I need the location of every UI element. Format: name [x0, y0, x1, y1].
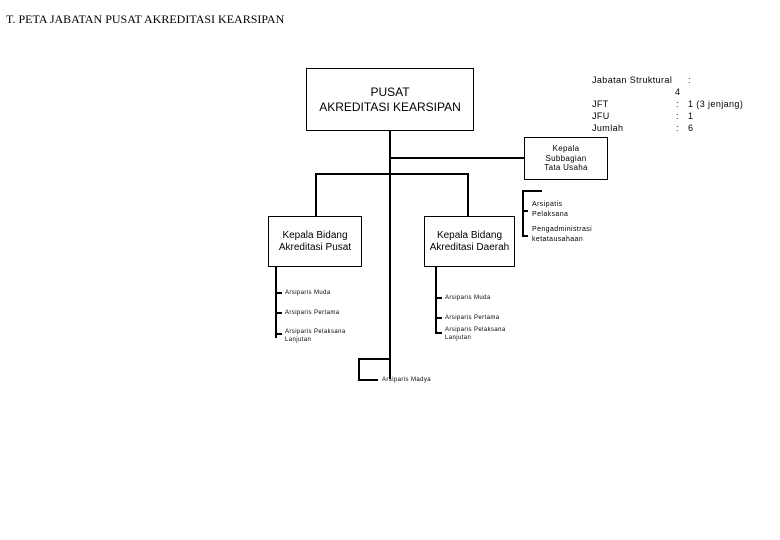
- position-pusat-pelaksana-lanjutan: Arsiparis Pelaksana Lanjutan: [285, 329, 346, 344]
- stat-jumlah-label: Jumlah: [592, 123, 624, 133]
- node-pusat-label: PUSAT AKREDITASI KEARSIPAN: [319, 85, 461, 114]
- connector-line: [522, 210, 528, 212]
- connector-line: [435, 266, 437, 334]
- stat-jumlah-colon: :: [676, 123, 679, 133]
- node-bidang-pusat-label: Kepala Bidang Akreditasi Pusat: [278, 229, 352, 253]
- connector-line: [435, 297, 442, 299]
- position-daerah-muda: Arsiparis Muda: [445, 295, 491, 301]
- stat-struktural-label: Jabatan Struktural: [592, 75, 673, 85]
- position-pusat-pertama: Arsiparis Pertama: [285, 310, 340, 316]
- connector-line: [389, 157, 525, 159]
- stat-jfu-label: JFU: [592, 111, 610, 121]
- position-pengadministrasi: Pengadministrasi ketatausahaan: [532, 226, 593, 243]
- connector-line: [389, 130, 391, 379]
- connector-line: [275, 266, 277, 338]
- stat-jfu-colon: :: [676, 111, 679, 121]
- connector-line: [275, 292, 282, 294]
- node-bidang-daerah-label: Kepala Bidang Akreditasi Daerah: [429, 229, 510, 253]
- stat-jft-label: JFT: [592, 99, 609, 109]
- stat-struktural-value: 4: [675, 87, 681, 97]
- stat-jfu-value: 1: [688, 111, 694, 121]
- node-subbagian-label: Kepala Subbagian Tata Usaha: [544, 144, 588, 173]
- connector-line: [275, 312, 282, 314]
- node-bidang-daerah: Kepala Bidang Akreditasi Daerah: [424, 216, 515, 267]
- page-title: T. PETA JABATAN PUSAT AKREDITASI KEARSIP…: [6, 12, 285, 26]
- connector-line: [522, 235, 528, 237]
- node-bidang-pusat: Kepala Bidang Akreditasi Pusat: [268, 216, 362, 267]
- position-daerah-pertama: Arsiparis Pertama: [445, 315, 500, 321]
- connector-line: [358, 358, 391, 360]
- connector-line: [467, 173, 469, 217]
- connector-line: [275, 333, 282, 335]
- connector-line: [315, 173, 317, 217]
- node-pusat: PUSAT AKREDITASI KEARSIPAN: [306, 68, 474, 131]
- connector-line: [358, 358, 360, 380]
- stat-jumlah-value: 6: [688, 123, 694, 133]
- stat-jft-colon: :: [676, 99, 679, 109]
- connector-line: [315, 173, 468, 175]
- node-subbagian: Kepala Subbagian Tata Usaha: [524, 137, 608, 180]
- connector-line: [522, 190, 542, 192]
- connector-line: [358, 379, 378, 381]
- connector-line: [522, 190, 524, 236]
- stat-jft-value: 1 (3 jenjang): [688, 99, 744, 109]
- position-madya: Arsiparis Madya: [382, 377, 432, 383]
- connector-line: [435, 317, 442, 319]
- stat-struktural-colon: :: [688, 75, 691, 85]
- position-daerah-pelaksana-lanjutan: Arsiparis Pelaksana Lanjutan: [445, 327, 506, 342]
- position-arsiparis-pelaksana: Arsipatis Pelaksana: [532, 201, 569, 218]
- connector-line: [435, 332, 442, 334]
- position-pusat-muda: Arsiparis Muda: [285, 290, 331, 296]
